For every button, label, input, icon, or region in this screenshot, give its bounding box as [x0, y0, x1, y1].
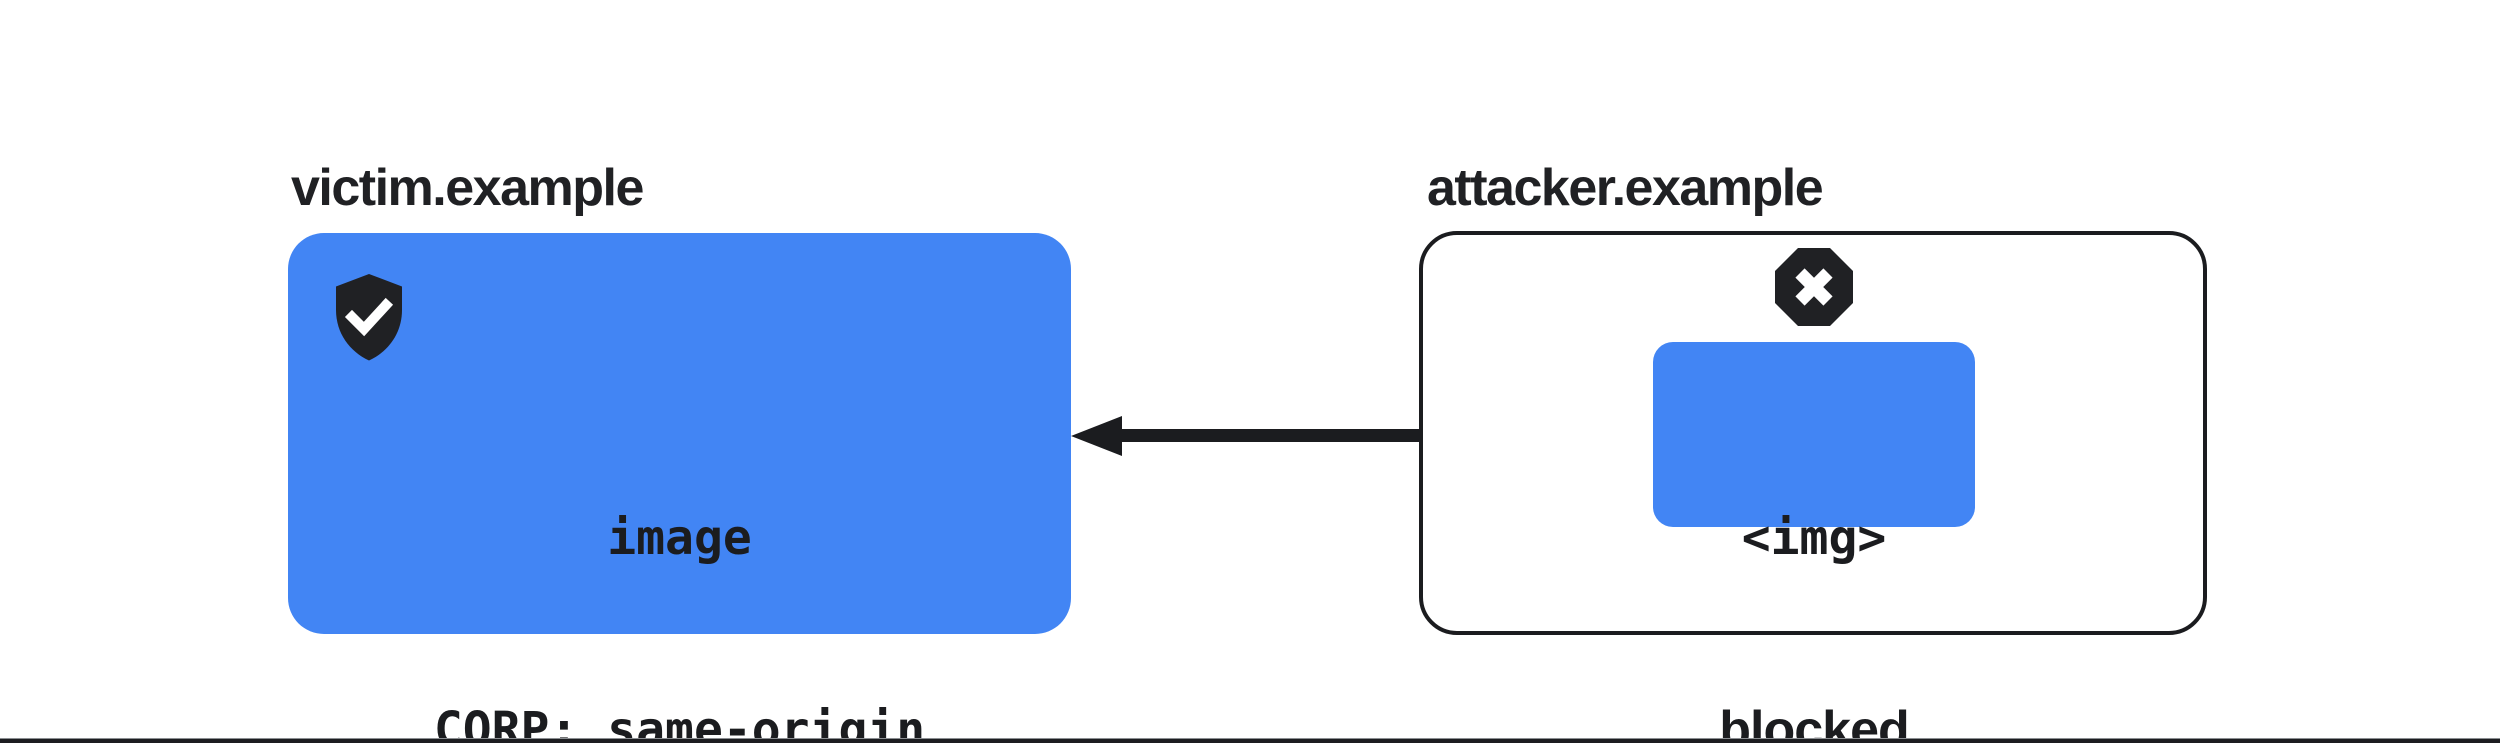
- request-arrow-head: [1071, 416, 1122, 456]
- blocked-image-text: <img> blocked: [1653, 378, 1975, 743]
- victim-domain-label: victim.example: [291, 159, 644, 217]
- bottom-divider: [0, 738, 2500, 743]
- victim-origin-box: [288, 233, 1071, 634]
- shield-check-icon: [328, 271, 410, 363]
- octagon-x-icon: [1775, 248, 1853, 326]
- victim-corp-header-line: CORP: same-origin: [433, 702, 926, 743]
- victim-resource-line1: image: [607, 510, 752, 566]
- img-tag-line: <img>: [1741, 510, 1887, 566]
- victim-resource-text: image CORP: same-origin: [288, 378, 1071, 743]
- attacker-domain-label: attacker.example: [1427, 159, 1824, 217]
- blocked-image-box: [1653, 342, 1975, 527]
- blocked-status-line: blocked: [1719, 701, 1910, 743]
